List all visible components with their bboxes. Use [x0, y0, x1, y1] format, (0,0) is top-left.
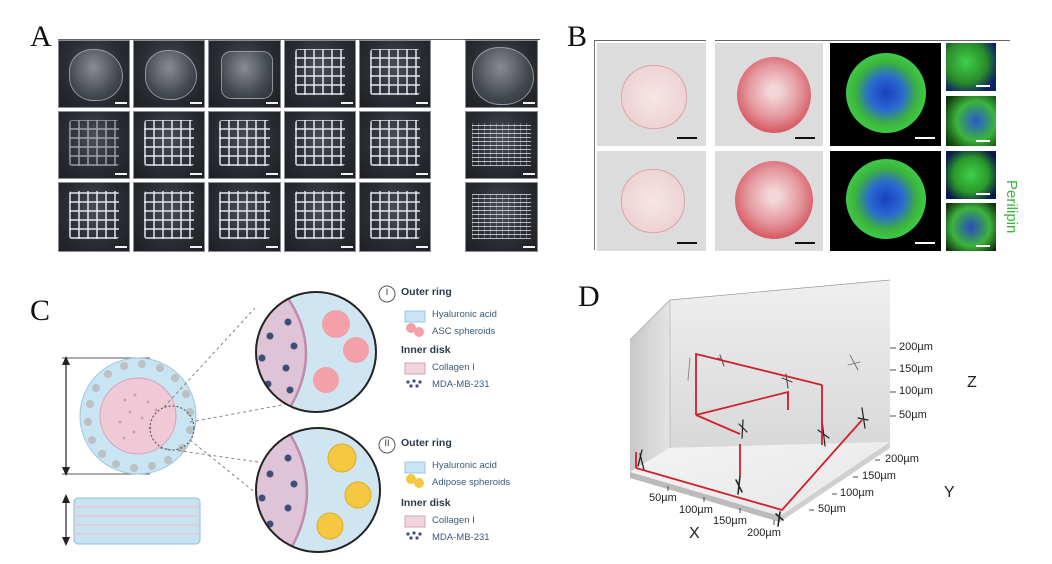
panel-b-fluorescence [830, 43, 941, 146]
panel-a-photo [465, 111, 538, 179]
panel-b-inset [946, 151, 996, 199]
panel-d-3d-plot [629, 279, 896, 527]
panel-a-photo [359, 40, 431, 108]
x-tick-label: 200µm [747, 527, 781, 539]
panel-a-photo [284, 111, 356, 179]
legend-1-collagen: Collagen I [432, 362, 475, 373]
panel-a-photo [465, 182, 538, 252]
legend-1-spheroids: ASC spheroids [432, 326, 496, 337]
panel-b-inset [946, 203, 996, 251]
panel-a-photo [133, 182, 205, 252]
panel-b-stain-red [715, 43, 823, 146]
y-tick-label: 50µm [818, 503, 846, 515]
panel-a-photo [208, 111, 281, 179]
panel-d-letter: D [578, 280, 600, 313]
x-axis-title: X [689, 525, 700, 542]
legend-2-outer-ring: Outer ring [401, 437, 452, 449]
legend-1-cells: MDA-MB-231 [432, 379, 490, 390]
panel-a-photo [58, 182, 130, 252]
y-tick-label: 100µm [840, 487, 874, 499]
panel-a-photo [465, 40, 538, 108]
legend-roman-1: I [385, 287, 389, 297]
panel-a-photo [284, 40, 356, 108]
y-tick-label: 200µm [885, 453, 919, 465]
panel-b-stain-light [597, 151, 706, 251]
panel-a-photo [359, 182, 431, 252]
legend-2-collagen: Collagen I [432, 515, 475, 526]
panel-a-photo [208, 182, 281, 252]
panel-b-fluorescence [830, 151, 941, 251]
legend-2-spheroids: Adipose spheroids [432, 477, 511, 488]
z-tick-label: 50µm [899, 409, 927, 421]
panel-c-schematic [62, 285, 426, 553]
legend-1-hyaluronic: Hyaluronic acid [432, 309, 497, 320]
panel-a-photo [133, 40, 205, 108]
panel-b-inset [946, 43, 996, 91]
z-tick-label: 100µm [899, 385, 933, 397]
panel-a-photo [208, 40, 281, 108]
z-tick-label: 200µm [899, 341, 933, 353]
y-axis-title: Y [944, 484, 955, 501]
x-tick-label: 100µm [679, 504, 713, 516]
x-tick-label: 150µm [713, 515, 747, 527]
panel-b-stain-red [715, 151, 823, 251]
legend-2-hyaluronic: Hyaluronic acid [432, 460, 497, 471]
legend-2-inner-disk: Inner disk [401, 497, 451, 509]
panel-a-letter: A [30, 20, 52, 53]
panel-a-photo [133, 111, 205, 179]
legend-2-cells: MDA-MB-231 [432, 532, 490, 543]
panel-a-photo [284, 182, 356, 252]
panel-a-photo [58, 111, 130, 179]
panel-a-photo [359, 111, 431, 179]
legend-roman-2: II [384, 438, 390, 448]
z-tick-label: 150µm [899, 363, 933, 375]
panel-b-letter: B [567, 20, 588, 53]
legend-1-outer-ring: Outer ring [401, 286, 452, 298]
z-axis-title: Z [967, 374, 977, 391]
y-tick-label: 150µm [862, 470, 896, 482]
panel-a-photo [58, 40, 130, 108]
x-tick-label: 50µm [649, 492, 677, 504]
panel-b-stain-light [597, 43, 706, 146]
panel-c-letter: C [30, 294, 51, 327]
panel-b-inset [946, 96, 996, 146]
legend-1-inner-disk: Inner disk [401, 344, 451, 356]
panel-b-stain-label: Perilipin [1003, 180, 1020, 234]
